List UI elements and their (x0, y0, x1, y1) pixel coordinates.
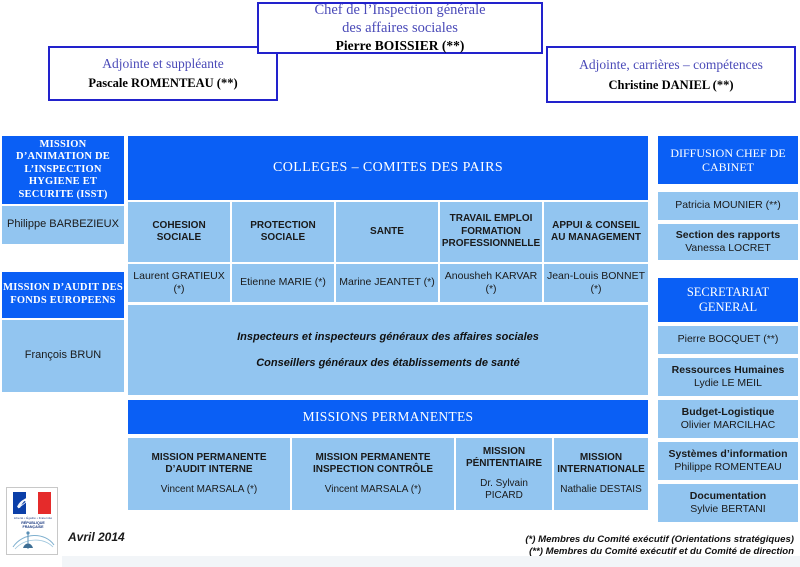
college-title-1: PROTECTION SOCIALE (232, 202, 334, 262)
chef-title-line2: des affaires sociales (342, 19, 458, 36)
corps-line-1: Conseillers généraux des établissements … (256, 357, 520, 369)
header-diffusion-chef-de-cabinet: DIFFUSION CHEF DE CABINET (658, 136, 798, 184)
cell-diffusion-responsable: Patricia MOUNIER (**) (658, 192, 798, 220)
cell-budget-logistique: Budget-Logistique Olivier MARCILHAC (658, 400, 798, 438)
isst-name: Philippe BARBEZIEUX (7, 218, 119, 231)
college-name-0: Laurent GRATIEUX (*) (128, 264, 230, 302)
header-mission-isst: MISSION D’ANIMATION DE L’INSPECTION HYGI… (2, 136, 124, 204)
legend-line-2: (**) Membres du Comité exécutif et du Co… (529, 546, 794, 557)
adjointe-name: Pascale ROMENTEAU (**) (88, 76, 238, 91)
bottom-band-left-gap (0, 556, 62, 567)
republique-text: RÉPUBLIQUE FRANÇAISE (21, 521, 45, 529)
chef-name: Pierre BOISSIER (**) (335, 37, 465, 53)
block-corps-inspecteurs: Inspecteurs et inspecteurs généraux des … (128, 305, 648, 395)
college-name-3: Anousheh KARVAR (*) (440, 264, 542, 302)
cell-secretariat-responsable: Pierre BOCQUET (**) (658, 326, 798, 354)
box-chef-igas: Chef de l’Inspection générale des affair… (257, 2, 543, 54)
french-flag-icon (13, 492, 52, 514)
audit-fonds-name: François BRUN (24, 349, 102, 362)
permanente-2: MISSION PÉNITENTIAIRE Dr. Sylvain PICARD (456, 438, 552, 510)
adjointe-title: Adjointe et suppléante (102, 56, 224, 72)
header-missions-permanentes: MISSIONS PERMANENTES (128, 400, 648, 434)
header-secretariat-general: SECRETARIAT GENERAL (658, 278, 798, 322)
corps-line-0: Inspecteurs et inspecteurs généraux des … (237, 331, 539, 343)
permanente-1: MISSION PERMANENTE INSPECTION CONTRÔLE V… (292, 438, 454, 510)
bottom-band (0, 556, 800, 567)
college-name-1: Etienne MARIE (*) (232, 264, 334, 302)
cell-ressources-humaines: Ressources Humaines Lydie LE MEIL (658, 358, 798, 396)
cell-audit-fonds-responsable: François BRUN (2, 320, 124, 392)
cell-isst-responsable: Philippe BARBEZIEUX (2, 206, 124, 244)
devise-text: Liberté • Égalité • Fraternité (13, 516, 53, 520)
box-adjointe-carrieres: Adjointe, carrières – compétences Christ… (546, 46, 796, 103)
college-title-2: SANTE (336, 202, 438, 262)
college-title-4: APPUI & CONSEIL AU MANAGEMENT (544, 202, 648, 262)
igas-swoosh-icon (12, 531, 55, 550)
carrieres-name: Christine DANIEL (**) (608, 77, 734, 92)
box-adjointe-suppleante: Adjointe et suppléante Pascale ROMENTEAU… (48, 46, 278, 101)
cell-documentation: Documentation Sylvie BERTANI (658, 484, 798, 522)
cell-systemes-information: Systèmes d’information Philippe ROMENTEA… (658, 442, 798, 480)
college-title-3: TRAVAIL EMPLOI FORMATION PROFESSIONNELLE (440, 202, 542, 262)
marianne-icon (17, 498, 28, 509)
permanente-3: MISSION INTERNATIONALE Nathalie DESTAIS (554, 438, 648, 510)
carrieres-title: Adjointe, carrières – compétences (579, 56, 763, 72)
header-colleges-comites-des-pairs: COLLEGES – COMITES DES PAIRS (128, 136, 648, 200)
college-title-0: COHESION SOCIALE (128, 202, 230, 262)
republique-francaise-logo: Liberté • Égalité • Fraternité RÉPUBLIQU… (6, 487, 58, 555)
date-label: Avril 2014 (68, 530, 125, 544)
college-name-4: Jean-Louis BONNET (*) (544, 264, 648, 302)
permanente-0: MISSION PERMANENTE D’AUDIT INTERNE Vince… (128, 438, 290, 510)
legend-line-1: (*) Membres du Comité exécutif (Orientat… (525, 534, 794, 545)
cell-section-des-rapports: Section des rapports Vanessa LOCRET (658, 224, 798, 260)
chef-title-line1: Chef de l’Inspection générale (314, 2, 486, 19)
college-name-2: Marine JEANTET (*) (336, 264, 438, 302)
header-mission-audit-fonds-europeens: MISSION D’AUDIT DES FONDS EUROPEENS (2, 272, 124, 318)
